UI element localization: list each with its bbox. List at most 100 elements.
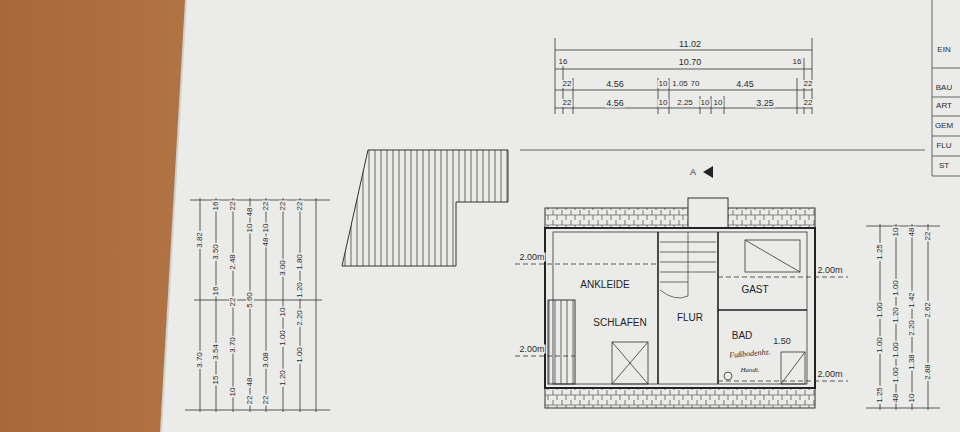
room-label-box: SCHLAFEN	[589, 315, 651, 332]
bed-symbol	[612, 342, 648, 384]
dimension-label: 10	[658, 80, 669, 88]
fixtures	[612, 240, 805, 384]
stair-tread	[660, 282, 688, 283]
section-arrow	[703, 166, 713, 178]
extension-line	[669, 78, 670, 114]
title-block-line	[932, 68, 960, 69]
left-dimension-chain	[185, 198, 330, 412]
dimension-label: 2.20	[296, 309, 304, 327]
extension-line	[194, 300, 322, 301]
room-name: SCHLAFEN	[592, 317, 648, 328]
bed-symbol	[612, 342, 648, 384]
roof-tile-strip	[545, 388, 815, 408]
dimension-label: 48	[246, 377, 254, 388]
roof-tile-strip	[545, 208, 815, 228]
dimension-label: 3.70	[196, 351, 204, 369]
dimension-label: 3.25	[755, 99, 775, 108]
dimension-label: EIN	[936, 46, 951, 54]
dimension-label: 1.00	[296, 346, 304, 364]
title-block-line	[932, 176, 960, 177]
dimension-label: 2.25	[676, 99, 694, 107]
room-name: FLUR	[676, 312, 705, 323]
dimension-label: 11.02	[678, 40, 702, 49]
dimension-label: 70	[690, 80, 701, 88]
dimension-label: 10	[262, 223, 270, 234]
dimension-line	[555, 50, 812, 51]
dimension-label: 48	[892, 393, 900, 404]
dimension-label: 2.00m	[816, 266, 843, 275]
dimension-label: 22	[562, 99, 573, 107]
dimension-label: 10.70	[678, 58, 703, 67]
dimension-label: 1.00	[876, 336, 884, 354]
dimension-label: 16	[792, 58, 803, 66]
dimension-label: FLU	[935, 142, 952, 150]
dimension-label: ST	[938, 162, 950, 170]
dimension-label: 10	[892, 227, 900, 238]
extension-line	[724, 96, 725, 114]
attic-plan	[515, 198, 848, 408]
dimension-label: 1.42	[908, 291, 916, 309]
headroom-line	[515, 264, 658, 265]
dimension-label: 22	[279, 201, 287, 212]
staircase	[660, 232, 716, 298]
dimension-label: 48	[246, 207, 254, 218]
dimension-line	[200, 198, 201, 412]
dormer	[688, 198, 728, 228]
dimension-label: 2.62	[924, 301, 932, 319]
stair-stringer	[688, 232, 689, 296]
dimension-label: 1.00	[876, 301, 884, 319]
extension-line	[797, 78, 798, 114]
dimension-label: 5.60	[246, 291, 254, 309]
dimension-label: 1.00	[892, 366, 900, 384]
room-name: GAST	[740, 284, 770, 295]
extension-line	[185, 410, 330, 411]
dimension-line	[300, 198, 301, 412]
dimension-label: 2.20	[908, 319, 916, 337]
headroom-line	[718, 277, 848, 278]
dimension-label: 48	[908, 227, 916, 238]
dimension-label: 1.20	[892, 306, 900, 324]
dimension-line	[555, 69, 812, 70]
dimension-label: 1.38	[908, 353, 916, 371]
dimension-label: 1.05	[671, 80, 689, 88]
extension-line	[555, 38, 556, 114]
headroom-line	[515, 356, 575, 357]
dimension-label: 1.00	[279, 329, 287, 347]
dimension-label: 1.25	[876, 386, 884, 404]
extension-line	[866, 226, 940, 227]
paper-sheet	[161, 0, 960, 432]
knee-wall-hatch	[548, 300, 575, 384]
title-block	[932, 0, 960, 176]
dimension-label: 1.00	[892, 279, 900, 297]
dimension-label: 2.00m	[518, 345, 545, 354]
dimension-label: 1.80	[296, 253, 304, 271]
stair-tread	[660, 252, 716, 253]
dimension-label: 3.70	[229, 336, 237, 354]
title-block-line	[932, 136, 960, 137]
dimension-label: 4.56	[605, 99, 625, 108]
title-block-line	[932, 116, 960, 117]
title-block-line	[932, 97, 960, 98]
dimension-label: 1.20	[279, 369, 287, 387]
stair-tread	[660, 262, 716, 263]
extension-line	[573, 78, 574, 114]
dimension-label: 22	[262, 201, 270, 212]
stair-curve	[660, 290, 688, 298]
dimension-label: ART	[935, 102, 953, 110]
room-name: ANKLEIDE	[579, 279, 631, 290]
bathtub-symbol	[781, 352, 805, 384]
dimension-label: 10	[700, 99, 711, 107]
stair-tread	[660, 272, 716, 273]
partition-wall	[657, 232, 659, 384]
dimension-label: 3.00	[279, 259, 287, 277]
dimension-label: BAU	[935, 84, 953, 92]
dimension-label: 48	[262, 237, 270, 248]
dimension-line	[316, 198, 317, 412]
dimension-label: 4.56	[605, 80, 625, 89]
room-label-box: ANKLEIDE	[576, 277, 634, 294]
extension-line	[190, 200, 330, 201]
dimension-label: 15	[212, 375, 220, 386]
